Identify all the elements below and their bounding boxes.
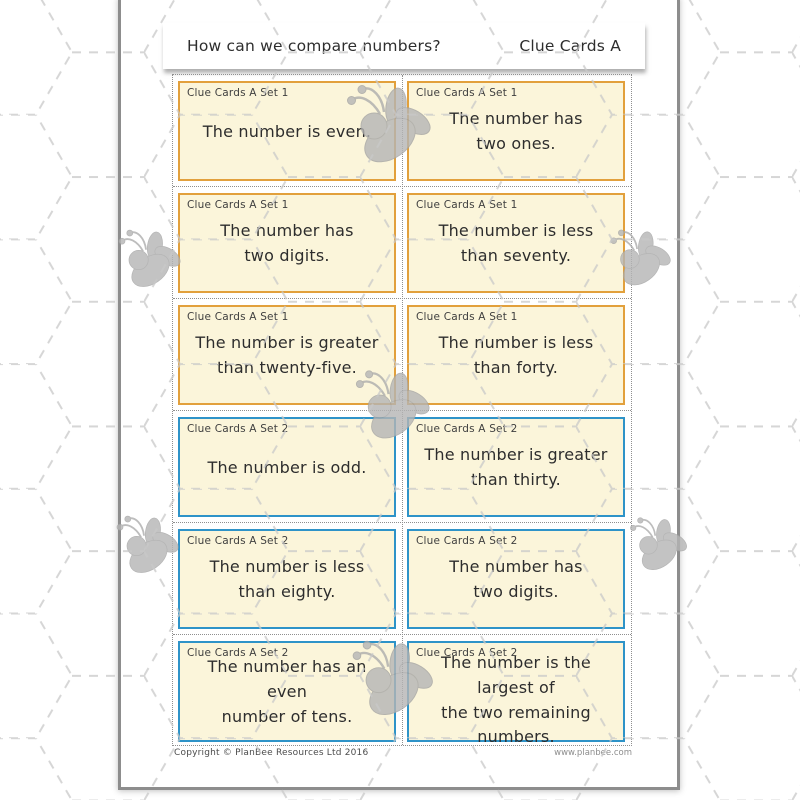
card-text-line: The number is less bbox=[438, 333, 594, 353]
card-text-line: The number is even. bbox=[202, 121, 372, 141]
card-text-line: the two remaining numbers. bbox=[441, 702, 591, 747]
copyright-text: Copyright © PlanBee Resources Ltd 2016 bbox=[174, 748, 369, 758]
card-text-line: The number is greater bbox=[424, 445, 608, 465]
clue-card: Clue Cards A Set 1 The number is less th… bbox=[407, 193, 625, 293]
worksheet-page: How can we compare numbers? Clue Cards A… bbox=[118, 0, 680, 790]
clue-card: Clue Cards A Set 2 The number is odd. bbox=[178, 417, 396, 517]
card-text-line: than thirty. bbox=[471, 470, 561, 489]
card-text-line: The number is the largest of bbox=[441, 653, 591, 697]
cut-line-vertical bbox=[402, 75, 403, 745]
card-text-line: The number has bbox=[449, 109, 583, 129]
card-text-line: The number has bbox=[449, 557, 583, 577]
clue-card: Clue Cards A Set 2 The number is greater… bbox=[407, 417, 625, 517]
card-text-line: two ones. bbox=[476, 134, 556, 153]
card-text-line: two digits. bbox=[473, 582, 559, 601]
clue-card: Clue Cards A Set 1 The number has two di… bbox=[178, 193, 396, 293]
card-text-line: number of tens. bbox=[221, 706, 353, 726]
clue-card: Clue Cards A Set 2 The number has an eve… bbox=[178, 641, 396, 742]
website-link[interactable]: www.planbee.com bbox=[554, 748, 632, 758]
clue-card: Clue Cards A Set 1 The number has two on… bbox=[407, 81, 625, 181]
clue-card: Clue Cards A Set 2 The number has two di… bbox=[407, 529, 625, 629]
card-text-line: The number has bbox=[220, 221, 354, 241]
card-grid: Clue Cards A Set 1 The number is even. C… bbox=[172, 74, 632, 746]
card-text-line: The number is greater bbox=[195, 333, 379, 353]
clue-card: Clue Cards A Set 1 The number is even. bbox=[178, 81, 396, 181]
card-text-line: The number has an even bbox=[207, 657, 367, 702]
header-question: How can we compare numbers? bbox=[187, 37, 441, 55]
card-text-line: The number is less bbox=[438, 221, 594, 241]
page-footer: Copyright © PlanBee Resources Ltd 2016 w… bbox=[174, 748, 632, 758]
card-text-line: than seventy. bbox=[460, 246, 572, 265]
card-text-line: than eighty. bbox=[238, 582, 336, 601]
card-text-line: than twenty-five. bbox=[217, 358, 357, 377]
clue-card: Clue Cards A Set 2 The number is the lar… bbox=[407, 641, 625, 746]
clue-card: Clue Cards A Set 1 The number is less th… bbox=[407, 305, 625, 405]
page-header: How can we compare numbers? Clue Cards A bbox=[163, 23, 645, 69]
page-title: Clue Cards A bbox=[519, 37, 621, 55]
card-text-line: The number is odd. bbox=[207, 457, 367, 477]
card-text-line: two digits. bbox=[244, 246, 330, 265]
card-text-line: The number is less bbox=[209, 557, 365, 577]
clue-card: Clue Cards A Set 1 The number is greater… bbox=[178, 305, 396, 405]
card-text-line: than forty. bbox=[473, 358, 559, 377]
clue-card: Clue Cards A Set 2 The number is less th… bbox=[178, 529, 396, 629]
